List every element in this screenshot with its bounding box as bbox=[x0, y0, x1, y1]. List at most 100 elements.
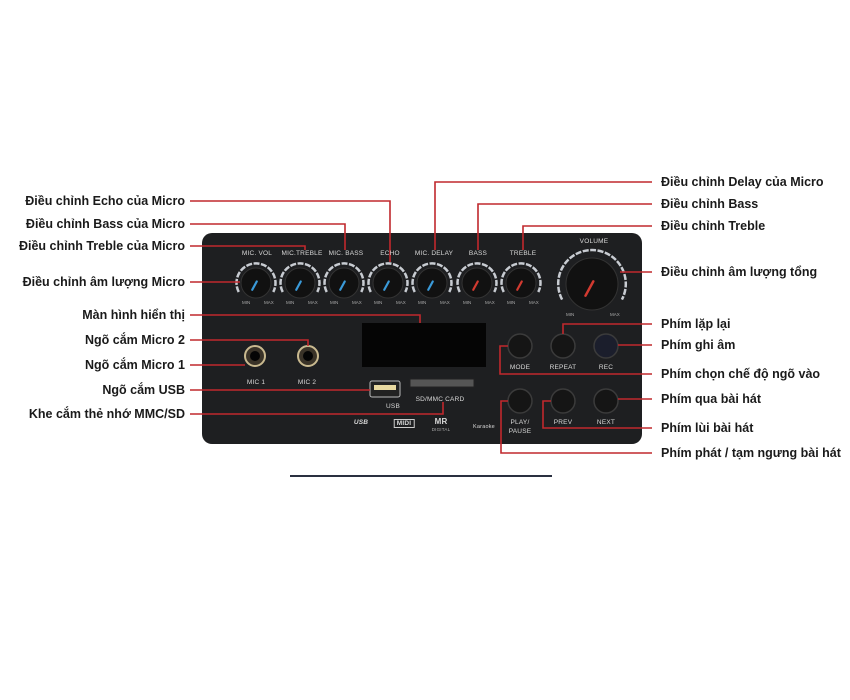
max-label: MAX bbox=[352, 300, 362, 305]
knob-indicator bbox=[251, 280, 258, 291]
label-play-pause: Phím phát / tạm ngưng bài hát bbox=[661, 446, 841, 460]
leader-line bbox=[500, 400, 652, 454]
leader-line bbox=[190, 223, 346, 250]
knob-label: TREBLE bbox=[509, 250, 537, 257]
min-label: MIN bbox=[242, 300, 250, 305]
leader-line bbox=[562, 323, 652, 334]
leader-line bbox=[499, 345, 652, 375]
leader-line bbox=[542, 400, 652, 429]
label-bass: Điều chỉnh Bass bbox=[661, 197, 759, 211]
button-label: REC bbox=[598, 364, 614, 371]
min-label: MIN bbox=[418, 300, 426, 305]
sd-label: SD/MMC CARD bbox=[415, 396, 465, 403]
panel-button bbox=[593, 333, 619, 359]
label-rec: Phím ghi âm bbox=[661, 338, 736, 352]
leader-line bbox=[190, 245, 306, 250]
knob-scale bbox=[367, 262, 409, 293]
usb-label: USB bbox=[386, 403, 400, 410]
max-label: MAX bbox=[308, 300, 318, 305]
jack-label: MIC 1 bbox=[246, 379, 266, 386]
max-label: MAX bbox=[485, 300, 495, 305]
leader-line bbox=[190, 314, 421, 323]
knob-scale bbox=[456, 262, 498, 293]
min-label: MIN bbox=[374, 300, 382, 305]
button-label: NEXT bbox=[596, 419, 616, 426]
volume-knob-scale bbox=[557, 248, 627, 301]
leader-line bbox=[190, 402, 444, 415]
label-repeat: Phím lặp lại bbox=[661, 317, 731, 331]
knob-indicator bbox=[427, 280, 434, 291]
panel-button bbox=[507, 388, 533, 414]
label-mic2: Ngõ cắm Micro 2 bbox=[84, 333, 185, 347]
label-master-volume: Điều chỉnh âm lượng tổng bbox=[661, 265, 818, 279]
knob-indicator bbox=[516, 280, 523, 291]
button-label: PREV bbox=[553, 419, 573, 426]
label-mic-echo: Điều chỉnh Echo của Micro bbox=[25, 194, 185, 208]
min-label: MIN bbox=[330, 300, 338, 305]
max-label: MAX bbox=[529, 300, 539, 305]
shadow-line bbox=[290, 475, 552, 477]
leader-line bbox=[477, 203, 652, 250]
karaoke-logo: Karaoke bbox=[473, 424, 495, 430]
knob-scale bbox=[411, 262, 453, 293]
leader-line bbox=[522, 225, 652, 250]
button-label: PLAY/ bbox=[510, 419, 530, 426]
min-label: MIN bbox=[463, 300, 471, 305]
knob-label: BASS bbox=[468, 250, 488, 257]
knob-label: MIC. VOL bbox=[241, 250, 273, 257]
button-label: PAUSE bbox=[508, 428, 532, 435]
leader-line bbox=[190, 339, 309, 346]
max-label: MAX bbox=[440, 300, 450, 305]
panel-button bbox=[593, 388, 619, 414]
mic-jack-hole bbox=[303, 351, 313, 361]
panel-button bbox=[550, 388, 576, 414]
knob-scale bbox=[500, 262, 542, 293]
volume-label: VOLUME bbox=[579, 238, 609, 245]
knob-indicator bbox=[383, 280, 390, 291]
sd-card-slot bbox=[409, 378, 475, 388]
label-mic-bass: Điều chỉnh Bass của Micro bbox=[25, 217, 185, 231]
label-mic-volume: Điều chỉnh âm lượng Micro bbox=[22, 275, 185, 289]
knob-label: ECHO bbox=[380, 250, 400, 257]
knob-label: MIC. DELAY bbox=[414, 250, 454, 257]
label-sd: Khe cắm thẻ nhớ MMC/SD bbox=[28, 407, 185, 421]
min-label: MIN bbox=[507, 300, 515, 305]
display-screen bbox=[362, 323, 486, 367]
label-display: Màn hình hiển thị bbox=[82, 308, 185, 322]
label-mic-delay: Điều chỉnh Delay của Micro bbox=[661, 175, 824, 189]
label-treble: Điều chỉnh Treble bbox=[661, 219, 766, 233]
label-prev: Phím lùi bài hát bbox=[661, 421, 754, 435]
label-mic-treble: Điều chỉnh Treble của Micro bbox=[18, 239, 185, 253]
mr-logo-sub: DIGITAL bbox=[431, 427, 451, 432]
label-mic1: Ngõ cắm Micro 1 bbox=[84, 358, 185, 372]
mr-logo: MR bbox=[434, 417, 448, 426]
usb-port-contacts bbox=[374, 385, 396, 390]
knob-indicator bbox=[339, 280, 346, 291]
knob-indicator bbox=[295, 280, 302, 291]
jack-label: MIC 2 bbox=[297, 379, 317, 386]
button-label: REPEAT bbox=[549, 364, 577, 371]
min-label: MIN bbox=[566, 312, 574, 317]
panel-button bbox=[550, 333, 576, 359]
label-usb: Ngõ cắm USB bbox=[102, 383, 185, 397]
knob-indicator bbox=[472, 280, 479, 291]
max-label: MAX bbox=[396, 300, 406, 305]
leader-line bbox=[190, 200, 391, 262]
knob-scale bbox=[323, 262, 365, 293]
min-label: MIN bbox=[286, 300, 294, 305]
volume-knob-indicator bbox=[584, 280, 595, 297]
max-label: MAX bbox=[610, 312, 620, 317]
label-next: Phím qua bài hát bbox=[661, 392, 762, 406]
mic-jack-hole bbox=[250, 351, 260, 361]
usb-logo: USB bbox=[353, 419, 369, 426]
knob-scale bbox=[279, 262, 321, 293]
knob-label: MIC. BASS bbox=[328, 250, 364, 257]
button-label: MODE bbox=[509, 364, 531, 371]
knob-label: MIC.TREBLE bbox=[281, 250, 323, 257]
leader-line bbox=[434, 181, 652, 250]
panel-button bbox=[507, 333, 533, 359]
max-label: MAX bbox=[264, 300, 274, 305]
label-mode: Phím chọn chế độ ngõ vào bbox=[661, 367, 821, 381]
